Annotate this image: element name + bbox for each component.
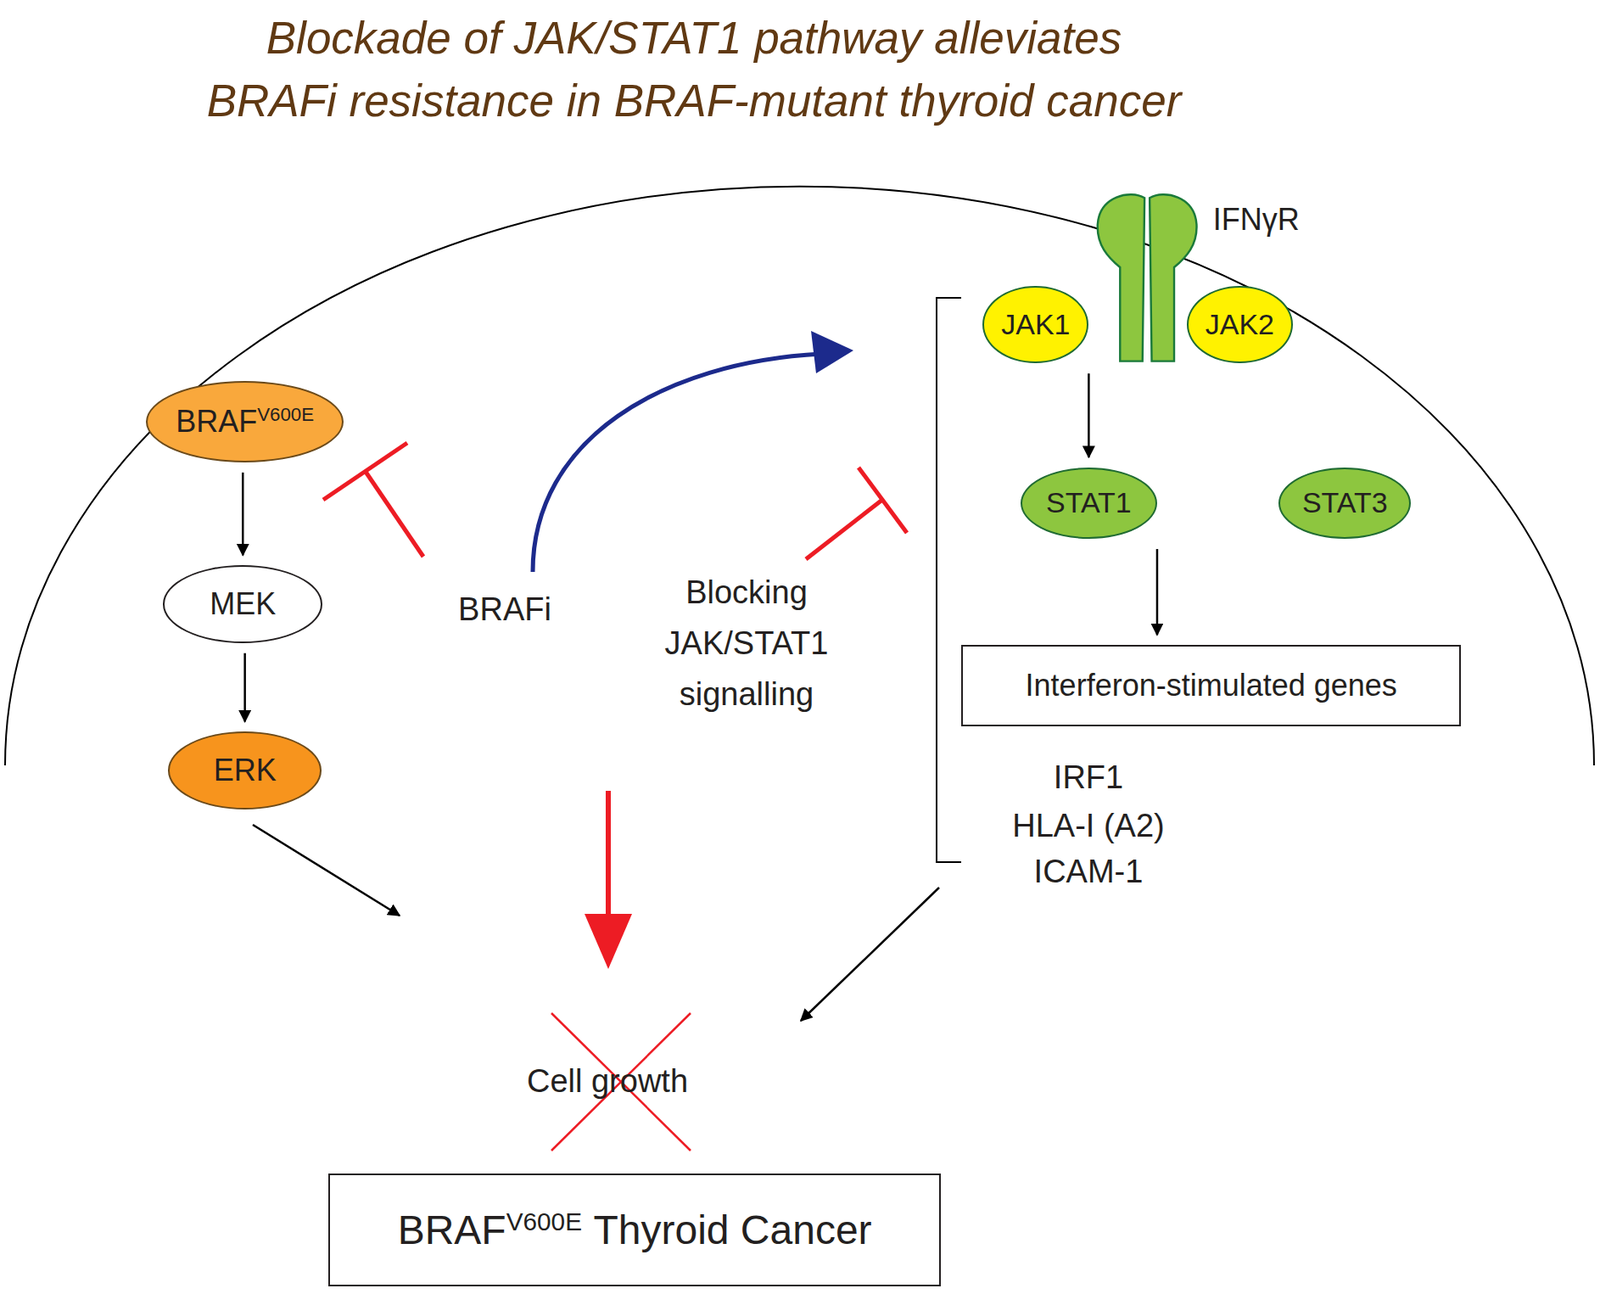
node-text: STAT3 <box>1302 486 1388 519</box>
node-text: Interferon-stimulated genes <box>1025 667 1398 703</box>
ellipse-node: STAT1 <box>1020 467 1158 539</box>
node-text-line: JAK2 <box>1205 307 1275 342</box>
node-text: V600E <box>506 1207 582 1236</box>
receptor-outline <box>1093 191 1201 365</box>
growth-arrow <box>252 824 400 916</box>
ellipse-node: STAT3 <box>1278 467 1411 539</box>
node-text: JAK1 <box>1001 307 1070 341</box>
receptor-chain <box>1097 194 1145 361</box>
node-text-line: STAT1 <box>1046 486 1132 520</box>
node-text-line: Interferon-stimulated genes <box>1025 667 1398 704</box>
node-text: JAK2 <box>1205 307 1275 341</box>
diagram-title: Blockade of JAK/STAT1 pathway alleviates… <box>0 6 1388 133</box>
node-text: STAT1 <box>1046 486 1132 519</box>
text-label: ICAM-1 <box>1034 850 1144 893</box>
rect-box: BRAFV600E Thyroid Cancer <box>328 1173 941 1286</box>
receptor-label: IFNγR <box>1213 201 1300 238</box>
ellipse-node: MEK <box>162 565 323 643</box>
node-text-line: STAT3 <box>1302 486 1388 520</box>
activation-head <box>811 330 854 374</box>
activation-curve <box>532 353 822 572</box>
node-text: MEK <box>209 586 276 621</box>
inhibition-stem <box>365 471 424 557</box>
node-text: BRAF <box>397 1207 507 1253</box>
effect-head <box>584 913 633 969</box>
node-text: ERK <box>213 752 277 788</box>
text-label: HLA-I (A2) <box>1012 805 1164 847</box>
text-label: Cell growth <box>526 1060 689 1103</box>
ellipse-node: BRAFV600E <box>145 380 344 463</box>
ellipse-node: JAK1 <box>982 285 1089 364</box>
text-label: IRF1 <box>1053 756 1124 799</box>
arrow-connector <box>1087 373 1091 458</box>
node-text-line: BRAFV600E Thyroid Cancer <box>397 1206 873 1254</box>
effect-arrow <box>605 790 611 921</box>
receptor-shape: IFNγR <box>1093 191 1201 365</box>
arrow-connector <box>243 653 247 722</box>
node-text-line: MEK <box>209 586 276 622</box>
arrow-connector <box>241 472 245 555</box>
node-text: BRAF <box>175 403 258 439</box>
cell-membrane <box>5 186 1595 766</box>
inhibition-bar <box>858 467 907 533</box>
growth-arrow <box>800 887 940 1021</box>
bracket <box>936 297 962 862</box>
inhibition-stem <box>805 499 883 560</box>
inhibition-bar <box>323 442 408 500</box>
rect-box: Interferon-stimulated genes <box>961 644 1461 727</box>
ellipse-node: JAK2 <box>1186 285 1293 364</box>
node-text-line: BRAFV600E <box>175 403 314 440</box>
node-text-line: JAK1 <box>1001 307 1070 342</box>
node-text-line: ERK <box>213 752 277 789</box>
text-label: Blocking JAK/STAT1 signalling <box>644 566 849 720</box>
arrow-connector <box>1156 548 1159 635</box>
node-text: Thyroid Cancer <box>593 1207 872 1253</box>
node-text: V600E <box>257 403 314 426</box>
ellipse-node: ERK <box>167 731 321 809</box>
text-label: BRAFi <box>458 588 552 631</box>
